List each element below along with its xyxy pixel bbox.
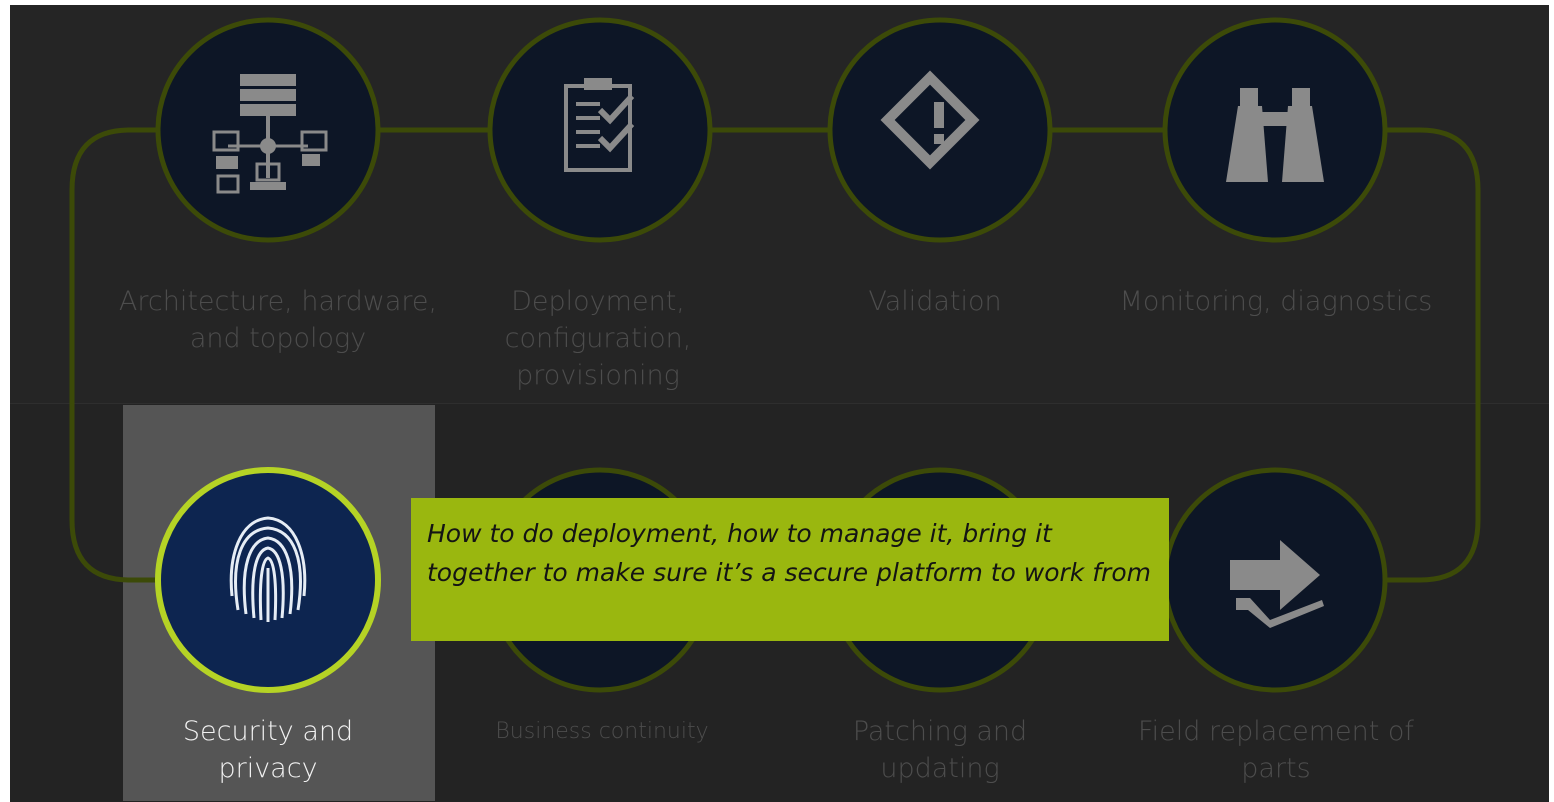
step-label-security: Security and privacy <box>182 716 354 784</box>
step-label-validation: Validation <box>868 286 1002 317</box>
warning-diamond-icon <box>880 70 980 170</box>
network-topology-icon <box>212 74 328 194</box>
binoculars-icon <box>1226 88 1324 182</box>
swap-arrows-icon <box>1230 540 1324 628</box>
step-label-patching: Patching and updating <box>852 716 1028 784</box>
step-circle-monitoring <box>1162 17 1388 243</box>
callout-text: How to do deployment, how to manage it, … <box>427 519 1151 587</box>
step-label-deployment: Deployment, configuration, provisioning <box>504 286 692 391</box>
step-label-field-replacement: Field replacement of parts <box>1138 716 1414 784</box>
connector-loop <box>69 127 1481 583</box>
step-label-business-continuity: Business continuity <box>495 719 709 744</box>
clipboard-checklist-icon <box>564 78 635 172</box>
callout-box: How to do deployment, how to manage it, … <box>411 498 1169 641</box>
step-circle-validation <box>827 17 1053 243</box>
step-label-monitoring: Monitoring, diagnostics <box>1119 286 1433 317</box>
step-label-architecture: Architecture, hardware, and topology <box>118 286 438 354</box>
fingerprint-icon <box>229 516 307 622</box>
